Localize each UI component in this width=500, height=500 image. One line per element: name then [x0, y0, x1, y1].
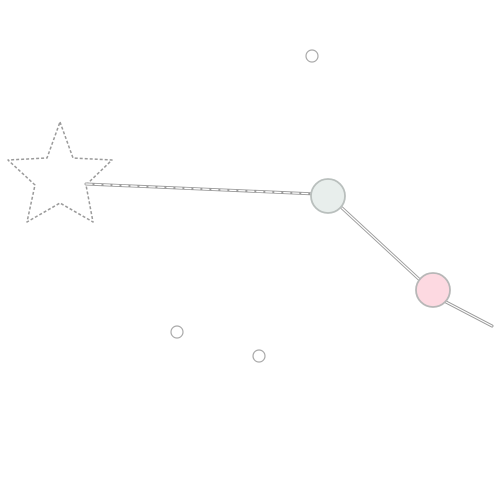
small-circle-bottom-left	[170, 325, 184, 339]
node-to-node-line-inner	[341, 207, 422, 282]
node-pink	[415, 272, 451, 308]
star-icon	[7, 121, 113, 223]
star-to-node-line-inner	[85, 183, 317, 195]
small-circle-bottom-middle	[252, 349, 266, 363]
tail-line-inner	[445, 301, 493, 327]
node-gray	[310, 178, 346, 214]
star-to-node-line	[84, 182, 318, 196]
small-circle-top	[305, 49, 319, 63]
